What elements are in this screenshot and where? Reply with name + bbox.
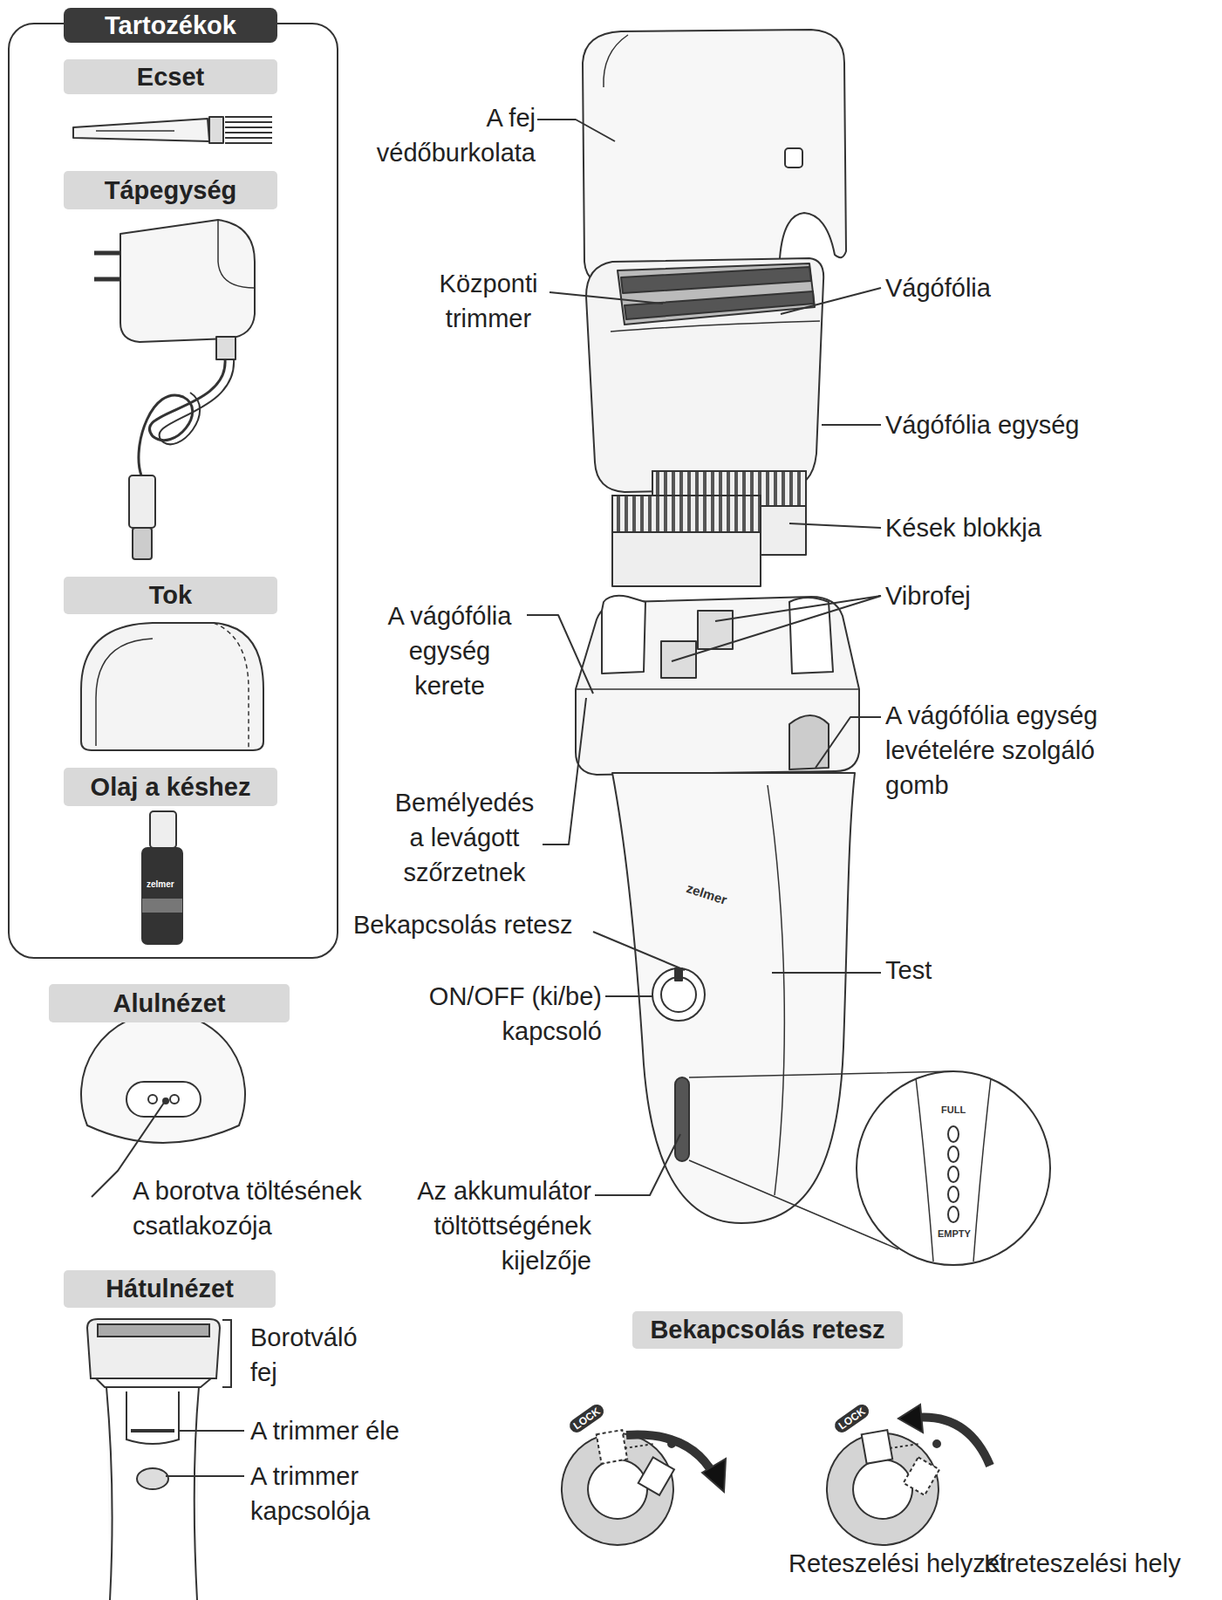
indicator-text: FULL <box>941 1104 966 1115</box>
brand-mark: zelmer <box>146 879 175 890</box>
back-view <box>87 1318 245 1600</box>
part-label: A fej védőburkolata <box>356 100 536 171</box>
part-label: Bemélyedés a levágott szőrzetnek <box>388 785 541 890</box>
part-label: Vágófólia <box>885 270 1104 306</box>
position-label: Kireteszelési hely <box>983 1545 1211 1581</box>
part-label: A trimmer éle <box>250 1413 469 1448</box>
part-label: A vágófólia egység kerete <box>373 598 526 704</box>
band-text: Ecset <box>136 62 205 92</box>
band-text: Hátulnézet <box>105 1274 234 1304</box>
band-text: Bekapcsolás retesz <box>649 1315 885 1345</box>
section-band: Olaj a késhez <box>63 767 278 806</box>
part-label: ON/OFF (ki/be) kapcsoló <box>401 978 602 1049</box>
accessories <box>73 116 273 944</box>
lock-mark: LOCK <box>566 1401 607 1435</box>
part-label: A trimmer kapcsolója <box>250 1458 390 1529</box>
band-text: Olaj a késhez <box>90 772 252 802</box>
part-label: Kések blokkja <box>885 510 1147 546</box>
lock-mark: LOCK <box>832 1401 872 1435</box>
part-label: Vibrofej <box>885 578 1104 614</box>
band-text: Alulnézet <box>113 989 226 1018</box>
indicator-text: EMPTY <box>937 1228 971 1239</box>
band-text: Tápegység <box>104 176 238 205</box>
band-text: Tok <box>149 580 192 610</box>
part-label: Vágófólia egység <box>885 407 1147 443</box>
section-band: Hátulnézet <box>63 1269 276 1308</box>
section-band: Bekapcsolás retesz <box>632 1310 903 1349</box>
accessories-panel: TartozékokEcsetTápegységTokOlaj a késhez <box>7 22 339 959</box>
shaver <box>526 29 1051 1265</box>
part-label: Borotváló fej <box>250 1319 382 1390</box>
position-label: Reteszelési helyzet <box>788 1545 990 1581</box>
panel-heading: Tartozékok <box>63 7 278 43</box>
part-label: A borotva töltésének csatlakozója <box>132 1173 395 1243</box>
bottom-view <box>81 1011 246 1197</box>
part-label: Bekapcsolás retesz <box>353 907 598 943</box>
lock-dials <box>561 1404 990 1545</box>
part-label: Test <box>885 952 1060 988</box>
section-band: Alulnézet <box>48 983 290 1023</box>
section-band: Tápegység <box>63 170 278 210</box>
part-label: A vágófólia egység levételére szolgáló g… <box>885 697 1126 803</box>
section-band: Ecset <box>63 59 278 95</box>
part-label: Központi trimmer <box>423 266 554 336</box>
section-band: Tok <box>63 576 278 615</box>
part-label: Az akkumulátor töltöttségének kijelzője <box>395 1173 592 1278</box>
